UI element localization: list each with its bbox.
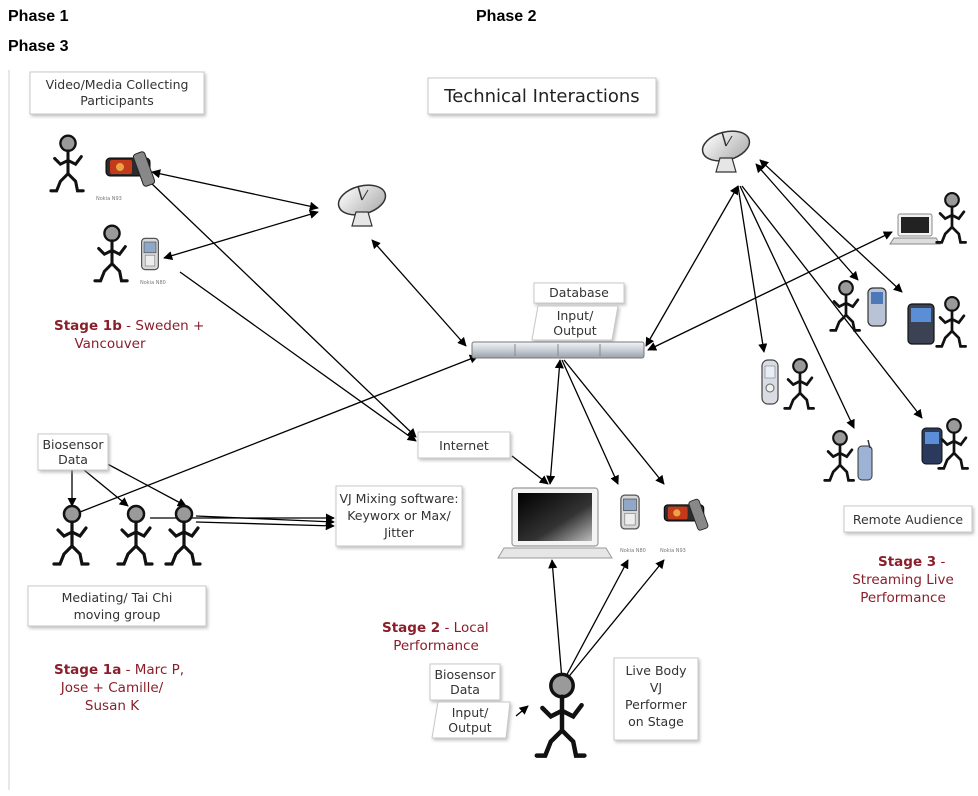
nokia-n80-label-center: Nokia N80 [620, 548, 646, 554]
diagram-title: Technical Interactions [443, 86, 639, 107]
stage-1b-bold: Stage 1b [54, 318, 122, 334]
vj-mixing-box: VJ Mixing software: Keyworx or Max/ Jitt… [335, 485, 463, 547]
silver-phone-icon [761, 359, 779, 405]
vj-mixing-line1: VJ Mixing software: [339, 491, 458, 506]
biosensor-box-bottom: Biosensor Data [429, 663, 501, 701]
remote-audience-figure-4 [823, 429, 855, 482]
internet-label: Internet [439, 438, 489, 453]
biosensor-bottom-line1: Biosensor [434, 667, 496, 682]
live-body-vj-performer-figure [537, 674, 585, 755]
biosensor-bottom-line2: Data [450, 682, 480, 697]
tai-chi-figure-1 [52, 504, 90, 566]
stage-1a-rest: - Marc P, [121, 662, 184, 678]
vj-mixing-line3: Jitter [383, 525, 415, 540]
video-media-line1: Video/Media Collecting [46, 77, 189, 92]
live-body-line1: Live Body [625, 663, 687, 678]
stage-2-rest: - Local [440, 620, 488, 636]
remote-audience-figure-3 [783, 357, 815, 410]
svg-text:Stage 3 -: Stage 3 - [878, 554, 945, 570]
live-body-line4: on Stage [628, 714, 684, 729]
database-io-box: Input/ Output [531, 305, 619, 341]
stage-1a-line3: Susan K [85, 698, 140, 714]
video-media-line2: Participants [80, 93, 153, 108]
remote-audience-box: Remote Audience [843, 505, 973, 533]
stage-1b-rest: - Sweden + [122, 318, 204, 334]
stage-2-line2: Performance [393, 638, 479, 654]
blackberry-phone-icon [907, 303, 935, 345]
nokia-n93-camera-phone-icon-center [663, 498, 710, 532]
database-box: Database [533, 282, 625, 304]
tai-chi-figure-2 [116, 504, 154, 566]
blue-phone-icon [857, 439, 873, 481]
stage-3-rest: - [936, 554, 945, 570]
nokia-n80-label-top: Nokia N80 [140, 280, 166, 286]
nokia-n93-label-top: Nokia N93 [96, 196, 122, 202]
live-body-box: Live Body VJ Performer on Stage [613, 657, 699, 741]
tai-chi-figure-3 [164, 504, 202, 566]
satellite-dish-icon-left [334, 179, 390, 227]
stage-1a-bold: Stage 1a [54, 662, 121, 678]
dark-phone-icon [921, 427, 943, 465]
laptop-icon-center [497, 487, 613, 559]
nokia-n80-phone-icon [141, 237, 159, 271]
phase-3-label: Phase 3 [8, 38, 69, 55]
bottom-io-box: Input/ Output [431, 701, 511, 739]
stage-3-line2: Streaming Live [852, 572, 954, 588]
remote-audience-label: Remote Audience [853, 512, 964, 527]
server-rack-icon [471, 341, 645, 359]
svg-text:Stage 1b - Sweden +: Stage 1b - Sweden + [54, 318, 204, 334]
video-media-box: Video/Media Collecting Participants [29, 71, 205, 115]
mediating-line1: Mediating/ Tai Chi [62, 590, 173, 605]
stage-2-label: Stage 2 - Local Performance [382, 620, 489, 654]
database-io-line1: Input/ [557, 308, 594, 323]
participant-figure-top [49, 134, 85, 193]
participant-figure-second [93, 224, 129, 283]
live-body-line2: VJ [650, 680, 662, 695]
stage-3-line3: Performance [860, 590, 946, 606]
database-label: Database [549, 285, 609, 300]
stage-3-label: Stage 3 - Streaming Live Performance [852, 554, 954, 606]
stage-1b-label: Stage 1b - Sweden + Vancouver [54, 318, 204, 352]
vj-mixing-line2: Keyworx or Max/ [347, 508, 451, 523]
title-box: Technical Interactions [427, 77, 657, 115]
stage-1a-label: Stage 1a - Marc P, Jose + Camille/ Susan… [54, 662, 184, 714]
svg-text:Stage 2 - Local: Stage 2 - Local [382, 620, 489, 636]
internet-box: Internet [417, 431, 511, 459]
database-io-line2: Output [553, 323, 597, 338]
nokia-n93-camera-phone-icon [105, 150, 156, 188]
nokia-n93-label-center: Nokia N93 [660, 548, 686, 554]
svg-text:Stage 1a - Marc P,: Stage 1a - Marc P, [54, 662, 184, 678]
stage-1a-line2: Jose + Camille/ [60, 680, 164, 696]
bottom-io-line2: Output [448, 720, 492, 735]
stage-1b-line2: Vancouver [74, 336, 146, 352]
satellite-dish-icon-right [698, 125, 754, 173]
remote-laptop-icon [889, 213, 941, 245]
remote-audience-figure-5 [937, 417, 969, 470]
mediating-box: Mediating/ Tai Chi moving group [27, 585, 207, 627]
biosensor-box-left: Biosensor Data [37, 433, 109, 471]
nokia-n80-phone-icon-center [620, 494, 640, 530]
flip-phone-icon [867, 287, 887, 327]
mediating-line2: moving group [74, 607, 161, 622]
biosensor-left-line1: Biosensor [42, 437, 104, 452]
bottom-io-line1: Input/ [452, 705, 489, 720]
remote-audience-figure-2 [935, 295, 967, 348]
connection-arrows [67, 159, 923, 717]
biosensor-left-line2: Data [58, 452, 88, 467]
remote-audience-figure-laptop [935, 191, 967, 244]
phase-2-label: Phase 2 [476, 8, 537, 25]
phase-1-label: Phase 1 [8, 8, 69, 25]
live-body-line3: Performer [625, 697, 688, 712]
stage-3-bold: Stage 3 [878, 554, 936, 570]
stage-2-bold: Stage 2 [382, 620, 440, 636]
